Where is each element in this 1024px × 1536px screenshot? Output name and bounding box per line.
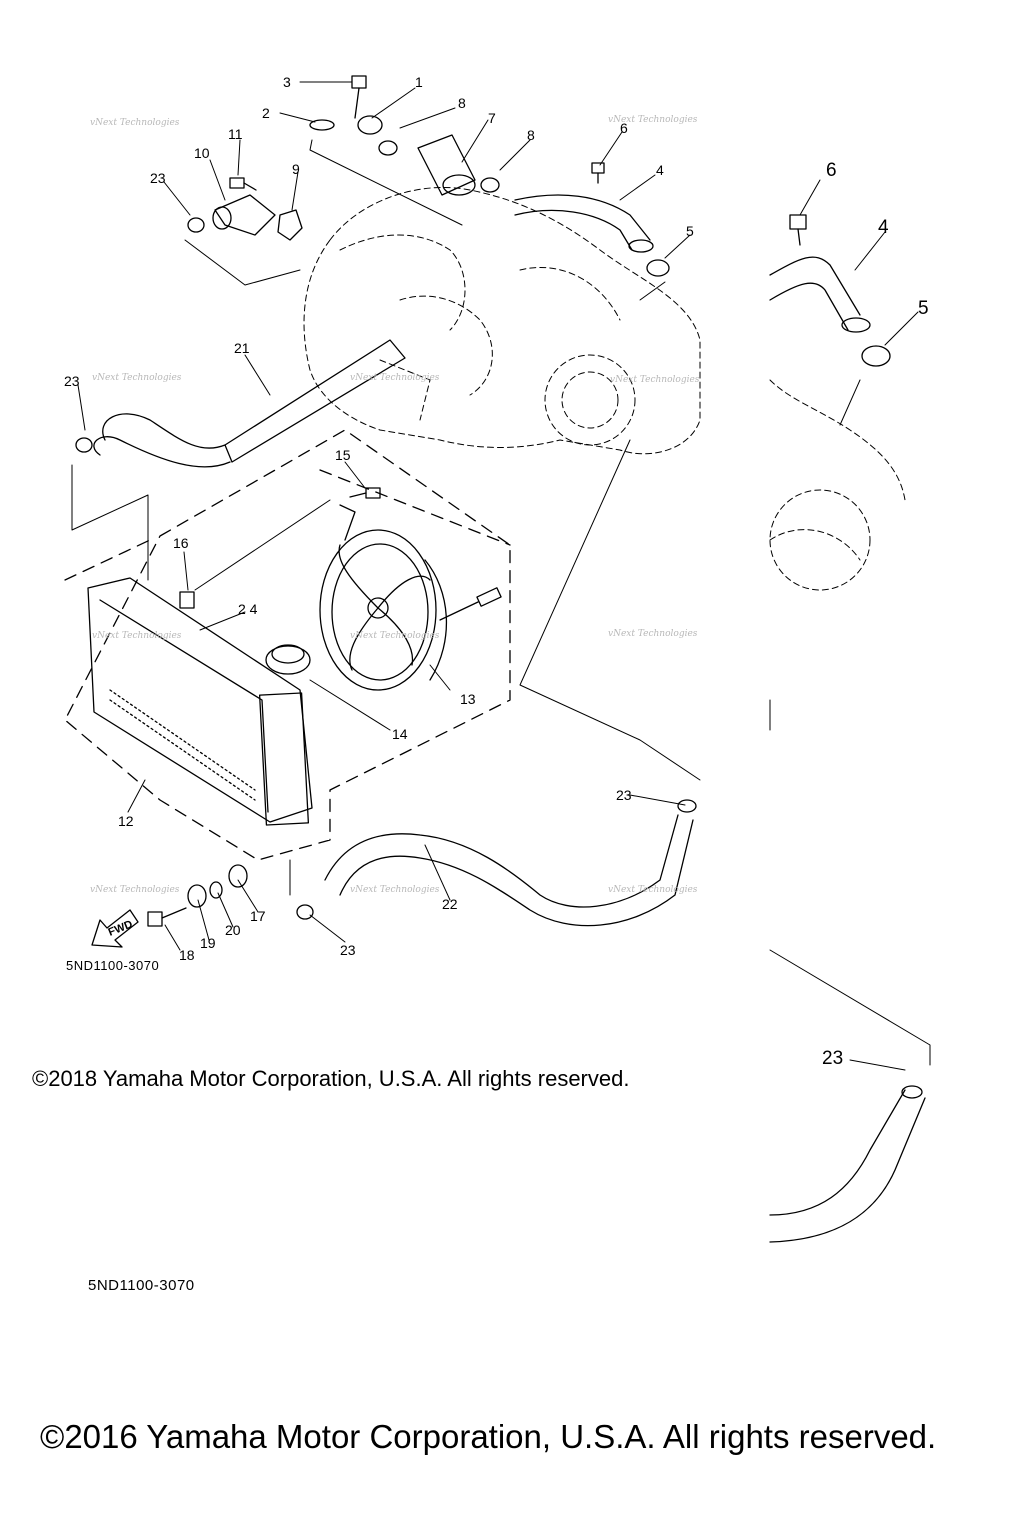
radiator-fan [319,504,502,691]
watermark-text: vNext Technologies [608,885,698,895]
watermark-text: vNext Technologies [92,373,182,383]
radiator-group-outline [64,429,511,861]
callout-24: 2 4 [238,601,258,617]
callout-8b: 8 [527,127,535,143]
leader-lines [77,81,919,1071]
watermark-text: vNext Technologies [610,375,700,385]
callout-23c: 23 [616,787,632,803]
engine-outline-detail [769,379,906,591]
watermark-text: vNext Technologies [350,885,440,895]
callout-5: 5 [686,223,694,239]
connection-lines [71,139,931,1066]
watermark-text: vNext Technologies [350,373,440,383]
callout-18: 18 [179,947,195,963]
callout-15: 15 [335,447,351,463]
hose-21 [93,339,406,468]
callout-23a: 23 [150,170,166,186]
watermarks: vNext Technologies vNext Technologies vN… [90,115,700,895]
callout-7: 7 [488,110,496,126]
pipe-4 [514,194,654,253]
radiator [87,577,313,826]
callout-14: 14 [392,726,408,742]
callout-23b: 23 [64,373,80,389]
diagram-code-outer: 5ND1100-3070 [88,1277,195,1294]
callout-1: 1 [415,74,423,90]
callout-11: 11 [228,126,243,142]
diagram-code: 5ND1100-3070 [66,958,160,973]
hose-22-detail [769,1085,926,1243]
callout-10: 10 [194,145,210,161]
small-parts [75,75,891,927]
callout-5-detail: 5 [918,298,929,319]
callout-4-detail: 4 [878,217,889,238]
callout-19: 19 [200,935,216,951]
callout-9: 9 [292,161,300,177]
callout-12: 12 [118,813,134,829]
callout-6-detail: 6 [826,160,837,181]
callout-23-detail: 23 [822,1048,843,1069]
callout-20: 20 [225,922,241,938]
copyright-2016: ©2016 Yamaha Motor Corporation, U.S.A. A… [40,1418,937,1455]
callout-22: 22 [442,896,458,912]
callouts: 3 1 2 8 7 8 6 4 5 11 10 9 23 21 23 15 16… [64,74,929,1069]
callout-13: 13 [460,691,476,707]
callout-3: 3 [283,74,291,90]
watermark-text: vNext Technologies [350,631,440,641]
callout-23d: 23 [340,942,356,958]
watermark-text: vNext Technologies [608,115,698,125]
watermark-text: vNext Technologies [92,631,182,641]
fan-group-outline [319,469,511,546]
callout-17: 17 [250,908,266,924]
callout-8: 8 [458,95,466,111]
watermark-text: vNext Technologies [608,629,698,639]
callout-21: 21 [234,340,250,356]
watermark-text: vNext Technologies [90,118,180,128]
fwd-arrow [91,909,139,948]
callout-6: 6 [620,120,628,136]
callout-2: 2 [262,105,270,121]
pipe-4-detail [769,256,871,333]
hose-22 [324,814,694,927]
watermark-text: vNext Technologies [90,885,180,895]
callout-4: 4 [656,162,664,178]
callout-16: 16 [173,535,189,551]
copyright-2018: ©2018 Yamaha Motor Corporation, U.S.A. A… [32,1066,630,1091]
